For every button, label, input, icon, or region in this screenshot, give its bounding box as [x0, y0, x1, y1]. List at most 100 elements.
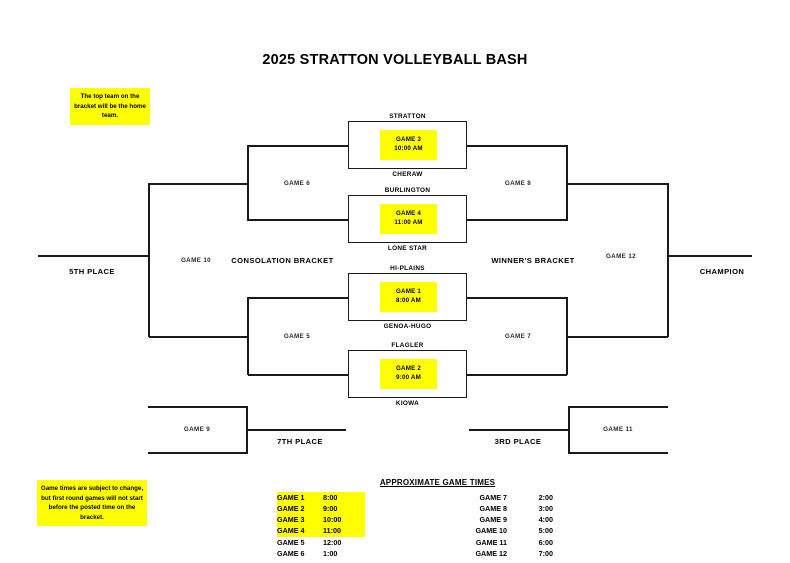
- label-champion: CHAMPION: [699, 267, 745, 276]
- stem-seventh-place: [246, 429, 346, 431]
- team-name-top-match-3: FLAGLER: [391, 342, 424, 349]
- game-label-0: GAME 3: [396, 136, 421, 144]
- game-time-row: GAME 10 5:00: [457, 525, 553, 536]
- team-name-top-match-0: STRATTON: [389, 113, 426, 120]
- game9-top-line: [148, 406, 247, 408]
- game-time-row: GAME 11 6:00: [457, 537, 553, 548]
- connector-game4-right: [467, 219, 567, 221]
- team-name-bottom-match-0: CHERAW: [392, 171, 423, 178]
- game-time-row-value: 8:00: [323, 493, 338, 502]
- bracket-stem-game6: [149, 183, 248, 185]
- connector-game2-right: [467, 374, 567, 376]
- game-time-row-label: GAME 12: [475, 548, 507, 558]
- label-consolation-bracket: CONSOLATION BRACKET: [231, 256, 334, 265]
- game-times-column-right: GAME 7 2:00 GAME 8 3:00 GAME 9 4:00 GAME…: [457, 492, 553, 559]
- game-time-row: GAME 6 1:00: [277, 548, 365, 559]
- game-time-row-value: 12:00: [323, 537, 342, 547]
- label-game8: GAME 8: [504, 180, 532, 187]
- game-time-row-value: 6:00: [538, 537, 553, 547]
- game-label-2: GAME 1: [396, 288, 421, 296]
- note-home-team: The top team on the bracket will be the …: [70, 88, 150, 125]
- label-game6: GAME 6: [283, 180, 311, 187]
- game-time-row-value: 2:00: [538, 493, 553, 502]
- game-chip-1[interactable]: GAME 4 11:00 AM: [380, 204, 437, 234]
- team-name-top-match-1: BURLINGTON: [384, 187, 431, 194]
- game-times-column-left: GAME 1 8:00 GAME 2 9:00 GAME 3 10:00 GAM…: [277, 492, 365, 559]
- game-time-2: 8:00 AM: [396, 297, 421, 304]
- stem-third-place: [469, 429, 569, 431]
- connector-game3-right: [467, 145, 567, 147]
- approximate-game-times-heading: APPROXIMATE GAME TIMES: [379, 478, 496, 487]
- game-time-row-label: GAME 10: [475, 526, 507, 536]
- game-time-row-value: 11:00: [323, 526, 341, 536]
- match-box-0[interactable]: GAME 3 10:00 AM: [348, 121, 467, 169]
- game-chip-2[interactable]: GAME 1 8:00 AM: [380, 282, 437, 312]
- game-time-row-value: 9:00: [323, 504, 338, 514]
- game-time-3: 9:00 AM: [396, 374, 421, 381]
- label-game11: GAME 11: [603, 426, 633, 433]
- team-name-bottom-match-2: GENOA-HUGO: [383, 323, 432, 330]
- game-time-row: GAME 12 7:00: [457, 548, 553, 559]
- label-third-place: 3RD PLACE: [494, 437, 542, 446]
- match-box-3[interactable]: GAME 2 9:00 AM: [348, 350, 467, 398]
- game-time-row: GAME 3 10:00: [277, 514, 365, 526]
- connector-game3-left: [248, 145, 348, 147]
- game-time-row-value: 1:00: [323, 548, 338, 558]
- game11-top-line: [569, 406, 668, 408]
- game-time-row-label: GAME 1: [277, 493, 305, 502]
- game-label-3: GAME 2: [396, 365, 421, 373]
- game-time-row: GAME 5 12:00: [277, 537, 365, 548]
- bracket-vertical-game12: [667, 183, 669, 337]
- game-time-row: GAME 9 4:00: [457, 514, 553, 525]
- game-time-row-label: GAME 7: [479, 493, 507, 502]
- connector-game2-left: [248, 374, 348, 376]
- label-game10: GAME 10: [180, 257, 212, 264]
- label-seventh-place: 7TH PLACE: [277, 437, 323, 446]
- connector-game4-left: [248, 219, 348, 221]
- label-game5: GAME 5: [283, 333, 311, 340]
- game-time-row-label: GAME 6: [277, 548, 305, 558]
- stem-champion: [667, 255, 752, 257]
- game-time-row-label: GAME 5: [277, 537, 305, 547]
- game-time-row-label: GAME 8: [479, 504, 507, 514]
- game-time-row-value: 4:00: [538, 515, 553, 525]
- connector-game1-right: [467, 297, 567, 299]
- game-time-row-value: 7:00: [538, 548, 553, 558]
- game-label-1: GAME 4: [396, 210, 421, 218]
- match-box-2[interactable]: GAME 1 8:00 AM: [348, 273, 467, 321]
- label-game9: GAME 9: [183, 426, 211, 433]
- bracket-vertical-game10: [148, 183, 150, 337]
- game-time-row-label: GAME 11: [475, 537, 507, 547]
- game9-bottom-line: [148, 452, 247, 454]
- label-fifth-place: 5TH PLACE: [69, 267, 115, 276]
- game-time-row: GAME 1 8:00: [277, 492, 365, 504]
- match-box-1[interactable]: GAME 4 11:00 AM: [348, 195, 467, 243]
- game-chip-0[interactable]: GAME 3 10:00 AM: [380, 130, 437, 160]
- team-name-top-match-2: HI-PLAINS: [390, 265, 425, 272]
- game-time-1: 11:00 AM: [394, 219, 423, 226]
- game-time-row: GAME 4 11:00: [277, 525, 365, 537]
- team-name-bottom-match-3: KIOWA: [395, 400, 420, 407]
- game-time-row-value: 5:00: [538, 526, 553, 536]
- label-winners-bracket: WINNER'S BRACKET: [491, 256, 575, 265]
- bracket-stem-game5: [149, 336, 248, 338]
- label-game12: GAME 12: [605, 253, 637, 260]
- game-chip-3[interactable]: GAME 2 9:00 AM: [380, 359, 437, 389]
- game11-bottom-line: [569, 452, 668, 454]
- label-game7: GAME 7: [504, 333, 532, 340]
- page-title: 2025 STRATTON VOLLEYBALL BASH: [262, 52, 528, 68]
- game-time-row-label: GAME 9: [479, 515, 507, 525]
- team-name-bottom-match-1: LONE STAR: [387, 245, 428, 252]
- game-time-row-value: 3:00: [538, 504, 553, 514]
- stem-fifth-place: [38, 255, 149, 257]
- game-time-row: GAME 2 9:00: [277, 503, 365, 515]
- game-time-row-label: GAME 2: [277, 504, 305, 514]
- game-time-0: 10:00 AM: [394, 145, 423, 152]
- connector-game1-left: [248, 297, 348, 299]
- game-time-row-label: GAME 3: [277, 515, 305, 525]
- game-time-row: GAME 8 3:00: [457, 503, 553, 514]
- note-game-times: Game times are subject to change, but fi…: [37, 480, 147, 527]
- game-time-row: GAME 7 2:00: [457, 492, 553, 503]
- game-time-row-value: 10:00: [323, 515, 342, 525]
